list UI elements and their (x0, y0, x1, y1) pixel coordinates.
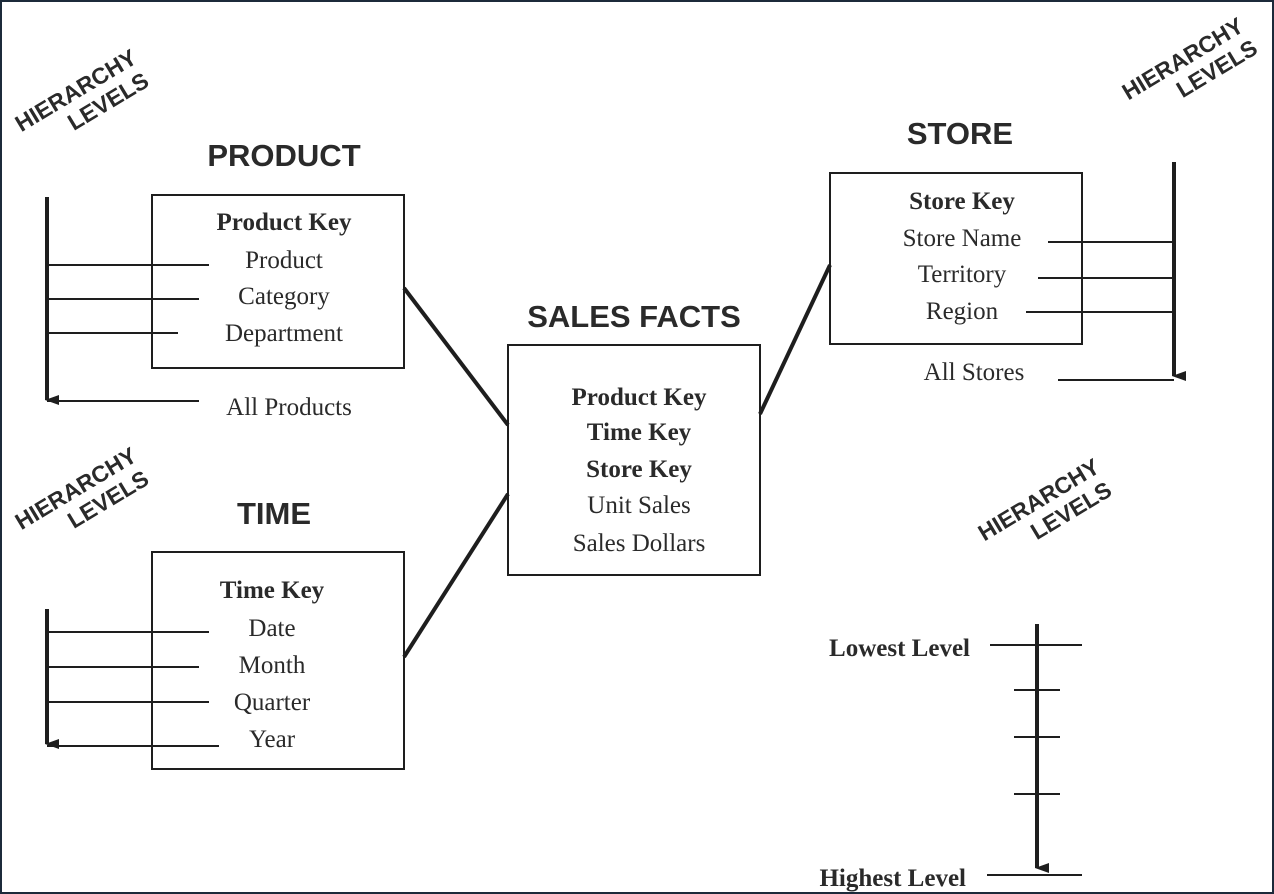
product-attr-category: Category (238, 283, 330, 310)
time-box (151, 551, 405, 770)
time-attr-year: Year (249, 726, 296, 753)
product-box (151, 194, 405, 369)
hierarchy-label-legend: HIERARCHY LEVELS (973, 453, 1116, 546)
store-attr-region: Region (926, 298, 999, 325)
connector-time-facts (402, 492, 510, 659)
legend-lowest-level: Lowest Level (829, 635, 970, 662)
sales-facts-product-key: Product Key (572, 384, 707, 411)
store-attr-territory: Territory (918, 261, 1007, 288)
connector-store-facts (758, 264, 832, 415)
time-key: Time Key (220, 577, 325, 604)
store-box (829, 172, 1083, 345)
store-all-label: All Stores (924, 359, 1025, 386)
sales-facts-time-key: Time Key (587, 419, 692, 446)
sales-facts-store-key: Store Key (586, 456, 692, 483)
product-attr-department: Department (225, 320, 343, 347)
hierarchy-label-store: HIERARCHY LEVELS (1117, 12, 1261, 105)
sales-facts-unit-sales: Unit Sales (587, 492, 690, 519)
time-attr-quarter: Quarter (234, 689, 311, 716)
hierarchy-label-time: HIERARCHY LEVELS (10, 442, 153, 535)
sales-facts-title: SALES FACTS (527, 299, 741, 334)
sales-facts-sales-dollars: Sales Dollars (573, 530, 706, 557)
product-attr-product: Product (245, 247, 323, 274)
legend-highest-level: Highest Level (819, 865, 966, 892)
store-title: STORE (907, 116, 1013, 151)
time-attr-date: Date (248, 615, 295, 642)
hierarchy-label-product: HIERARCHY LEVELS (10, 44, 153, 137)
product-title: PRODUCT (207, 138, 360, 173)
time-title: TIME (237, 496, 311, 531)
store-attr-store-name: Store Name (903, 225, 1022, 252)
store-key: Store Key (909, 188, 1015, 215)
sales-facts-box (507, 344, 761, 576)
product-key: Product Key (217, 209, 352, 236)
connector-product-facts (402, 286, 510, 427)
product-all-label: All Products (226, 394, 352, 421)
time-attr-month: Month (239, 652, 306, 679)
